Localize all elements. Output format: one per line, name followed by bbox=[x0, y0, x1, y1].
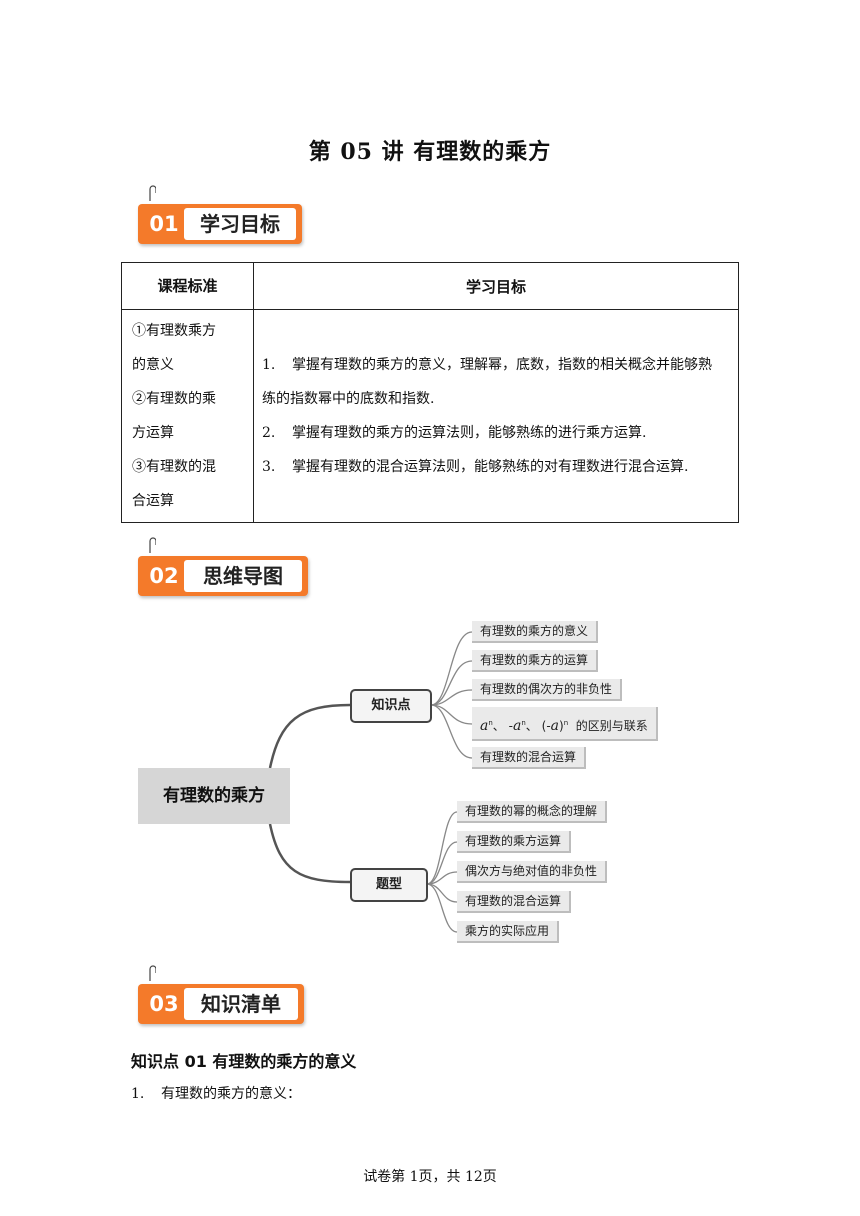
standard-line: 的意义 bbox=[132, 357, 174, 373]
mind-map-connectors bbox=[268, 631, 473, 933]
section-label: 知识清单 bbox=[184, 988, 298, 1020]
standards-cell: ①有理数乘方 的意义 ②有理数的乘 方运算 ③有理数的混 合运算 bbox=[121, 309, 254, 523]
paperclip-icon bbox=[149, 965, 156, 981]
knowledge-item: 1.有理数的乘方的意义： bbox=[131, 1086, 301, 1102]
standard-line: 方运算 bbox=[132, 425, 174, 441]
mind-map-leaf: 有理数的幂的概念的理解 bbox=[457, 801, 608, 823]
standard-line: 合运算 bbox=[132, 493, 174, 509]
goals-cell: 1.掌握有理数的乘方的意义，理解幂，底数，指数的相关概念并能够熟 练的指数幂中的… bbox=[253, 309, 739, 523]
mind-map-leaf: 乘方的实际应用 bbox=[457, 921, 560, 943]
mind-map-leaf: 有理数的混合运算 bbox=[472, 747, 587, 769]
mind-map: 有理数的乘方 知识点 题型 有理数的乘方的意义 有理数的乘方的运算 有理数的偶次… bbox=[130, 610, 700, 960]
goal-item: 2.掌握有理数的乘方的运算法则，能够熟练的进行乘方运算. bbox=[262, 425, 647, 441]
goal-item: 1.掌握有理数的乘方的意义，理解幂，底数，指数的相关概念并能够熟 bbox=[262, 357, 712, 373]
mind-map-branch: 题型 bbox=[350, 868, 428, 902]
section-badge-03: 03 知识清单 bbox=[138, 965, 304, 1024]
section-label: 思维导图 bbox=[184, 560, 302, 592]
section-label: 学习目标 bbox=[184, 208, 296, 240]
mind-map-leaf: 有理数的乘方的意义 bbox=[472, 621, 599, 643]
section-number: 02 bbox=[149, 564, 179, 588]
mind-map-leaf: 偶次方与绝对值的非负性 bbox=[457, 861, 608, 883]
mind-map-leaf: 有理数的混合运算 bbox=[457, 891, 572, 913]
page-footer: 试卷第 1页，共 12页 bbox=[363, 1169, 497, 1185]
goal-item: 3.掌握有理数的混合运算法则，能够熟练的对有理数进行混合运算. bbox=[262, 459, 689, 475]
table-header-standard: 课程标准 bbox=[121, 262, 254, 310]
section-badge-02: 02 思维导图 bbox=[138, 537, 308, 596]
paperclip-icon bbox=[149, 185, 156, 201]
section-badge-01: 01 学习目标 bbox=[138, 185, 302, 244]
knowledge-heading: 知识点 01 有理数的乘方的意义 bbox=[131, 1052, 357, 1071]
mind-map-root: 有理数的乘方 bbox=[138, 768, 290, 824]
mind-map-leaf-formula: an、 -an、 (-a)n 的区别与联系 bbox=[472, 707, 658, 741]
table-header-goal: 学习目标 bbox=[253, 262, 739, 310]
mind-map-leaf: 有理数的偶次方的非负性 bbox=[472, 679, 623, 701]
standard-line: ①有理数乘方 bbox=[132, 323, 216, 339]
mind-map-leaf: 有理数的乘方的运算 bbox=[472, 650, 599, 672]
standard-line: ②有理数的乘 bbox=[132, 391, 216, 407]
paperclip-icon bbox=[149, 537, 156, 553]
mind-map-branch: 知识点 bbox=[350, 689, 432, 723]
mind-map-leaf: 有理数的乘方运算 bbox=[457, 831, 572, 853]
section-number: 03 bbox=[149, 992, 179, 1016]
standard-line: ③有理数的混 bbox=[132, 459, 216, 475]
section-number: 01 bbox=[149, 212, 179, 236]
goals-table: 课程标准 学习目标 ①有理数乘方 的意义 ②有理数的乘 方运算 ③有理数的混 合… bbox=[121, 262, 739, 523]
page-title: 第 05 讲 有理数的乘方 bbox=[308, 139, 552, 165]
goal-item-continuation: 练的指数幂中的底数和指数. bbox=[262, 391, 435, 407]
